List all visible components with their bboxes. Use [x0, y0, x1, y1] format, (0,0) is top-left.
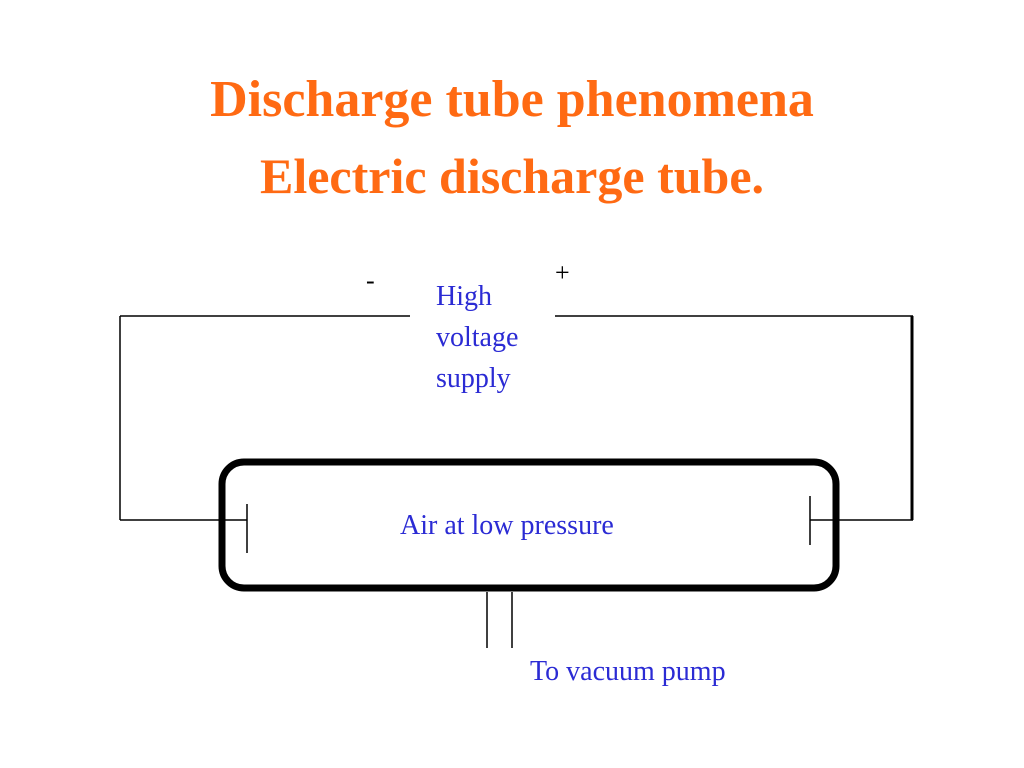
page-title: Discharge tube phenomena [210, 71, 814, 128]
supply-label-line-2: voltage [436, 322, 519, 353]
tube-gas-label: Air at low pressure [400, 510, 614, 541]
negative-terminal-sign: - [366, 266, 375, 295]
vacuum-pump-label: To vacuum pump [530, 656, 726, 687]
discharge-tube [218, 458, 840, 592]
page-subtitle: Electric discharge tube. [259, 148, 765, 204]
positive-terminal-sign: + [555, 258, 570, 287]
supply-label-line-1: High [436, 281, 492, 312]
supply-label-line-3: supply [436, 363, 511, 394]
